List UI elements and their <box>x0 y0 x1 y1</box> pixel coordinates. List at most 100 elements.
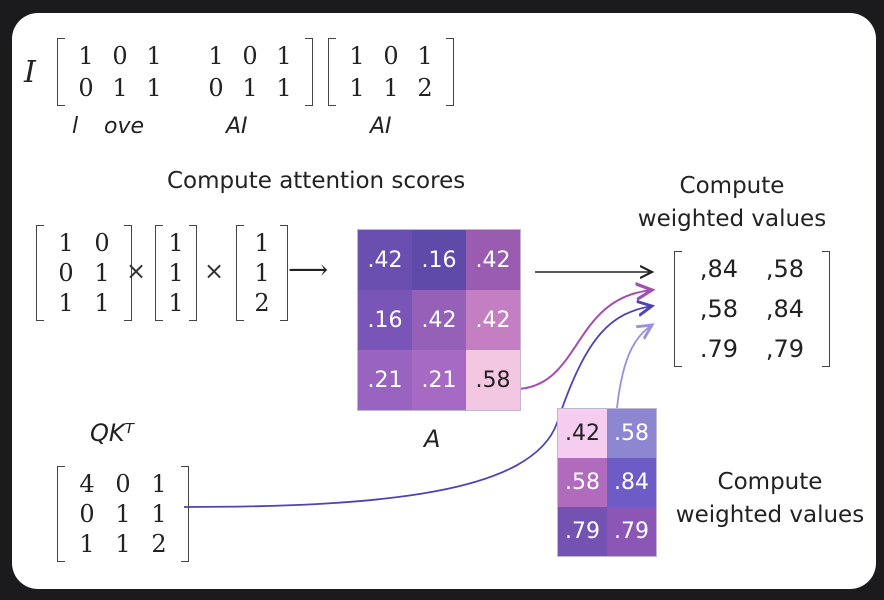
matrix-cell: 1 <box>115 530 131 558</box>
attention-heatmap-cell: .21 <box>358 350 412 410</box>
arrow-purple-curve <box>517 290 652 390</box>
matrix-cell: 2 <box>254 289 270 317</box>
matrix-row: 2 <box>248 289 276 317</box>
times-sign-2: × <box>204 257 225 285</box>
times-sign-1: × <box>126 257 147 285</box>
attention-heatmap-cell: .42 <box>466 230 520 290</box>
value-heatmap-cell: .84 <box>607 458 656 507</box>
word-label-3: AI <box>226 114 248 139</box>
matrix-cell: 1 <box>242 74 258 102</box>
value-heatmap-cell: .58 <box>558 458 607 507</box>
matrix-cell: .79 <box>699 335 739 363</box>
matrix-cell: 1 <box>79 530 95 558</box>
matrix-cell: 0 <box>383 42 399 70</box>
identity-symbol: I <box>24 55 36 90</box>
weighted-values-title-bottom-line2: weighted values <box>675 502 865 528</box>
matrix-row: 1 <box>167 259 185 287</box>
weighted-values-title-bottom: Compute weighted values <box>668 466 872 532</box>
arrow-light-curve <box>616 325 652 409</box>
attention-heatmap-cell: .42 <box>358 230 412 290</box>
matrix-cell: 1 <box>276 42 292 70</box>
matrix-cell: 1 <box>254 259 270 287</box>
matrix-cell: 1 <box>94 289 110 317</box>
attention-heatmap-cell: .42 <box>466 290 520 350</box>
weighted-values-title-top-line2: weighted values <box>637 206 827 232</box>
matrix-cell: 1 <box>168 289 184 317</box>
word-label-2: ove <box>104 114 145 139</box>
matrix-cell: 1 <box>276 74 292 102</box>
matrix-row: 1 <box>248 229 276 257</box>
matrix-cell: 1 <box>208 42 224 70</box>
matrix-cell: 1 <box>151 470 167 498</box>
weighted-values-title-top: Compute weighted values <box>632 170 832 236</box>
matrix-cell: 0 <box>242 42 258 70</box>
matrix-cell: 1 <box>349 42 365 70</box>
word-label-4: AI <box>370 114 392 139</box>
value-heatmap-cell: .79 <box>558 507 607 556</box>
attention-heatmap-cell: .21 <box>412 350 466 410</box>
arrow-to-heatmap: ⟶ <box>288 253 329 286</box>
value-heatmap-cell: .58 <box>607 409 656 458</box>
matrix-cell: 0 <box>208 74 224 102</box>
matrix-cell: 1 <box>417 42 433 70</box>
weighted-values-title-top-line1: Compute <box>679 173 785 199</box>
matrix-cell: 1 <box>254 229 270 257</box>
matrix-cell: 0 <box>79 500 95 528</box>
matrix-cell: 1 <box>146 74 162 102</box>
matrix-cell: 1 <box>383 74 399 102</box>
matrix-cell: 0 <box>94 229 110 257</box>
matrix-row: 1 <box>248 259 276 287</box>
value-heatmap: .42.58.58.84.79.79 <box>557 408 657 557</box>
matrix-cell: 1 <box>146 42 162 70</box>
attention-heatmap-label: A <box>424 425 441 453</box>
matrix-cell: 1 <box>349 74 365 102</box>
arrow-blue-curve <box>183 306 652 508</box>
attention-heatmap-cell: .16 <box>358 290 412 350</box>
matrix-row: ,58 ,84 <box>686 295 818 323</box>
matrix-cell: 1 <box>168 229 184 257</box>
attention-heatmap-cell: .16 <box>412 230 466 290</box>
weighted-values-title-bottom-line1: Compute <box>717 469 823 495</box>
matrix-cell: 0 <box>112 42 128 70</box>
weighted-values-matrix: ,84,58 ,58 ,84 .79 ,79 <box>674 251 830 367</box>
qk-label: QKᵀ <box>90 419 134 447</box>
matrix-cell: 4 <box>79 470 95 498</box>
matrix-cell: 0 <box>78 74 94 102</box>
matrix-row: .79 ,79 <box>686 335 818 363</box>
matrix-cell: 1 <box>115 500 131 528</box>
matrix-row: ,84,58 <box>686 255 818 283</box>
attention-heatmap-cell: .58 <box>466 350 520 410</box>
connector-layer <box>183 13 876 508</box>
attention-heatmap-cell: .42 <box>412 290 466 350</box>
matrix-cell: 1 <box>58 289 74 317</box>
matrix-row: 1 <box>167 229 185 257</box>
value-heatmap-cell: .79 <box>607 507 656 556</box>
matrix-cell: 0 <box>115 470 131 498</box>
matrix-cell: ,84 <box>699 255 739 283</box>
matrix-cell: ,58 <box>699 295 739 323</box>
word-label-1: l <box>72 114 79 139</box>
attention-heatmap: .42.16.42.16.42.42.21.21.58 <box>357 229 521 411</box>
matrix-cell: 1 <box>151 500 167 528</box>
matrix-cell: 1 <box>168 259 184 287</box>
matrix-cell: 2 <box>151 530 167 558</box>
matrix-cell: ,84 <box>765 295 805 323</box>
matrix-cell: ,79 <box>765 335 805 363</box>
